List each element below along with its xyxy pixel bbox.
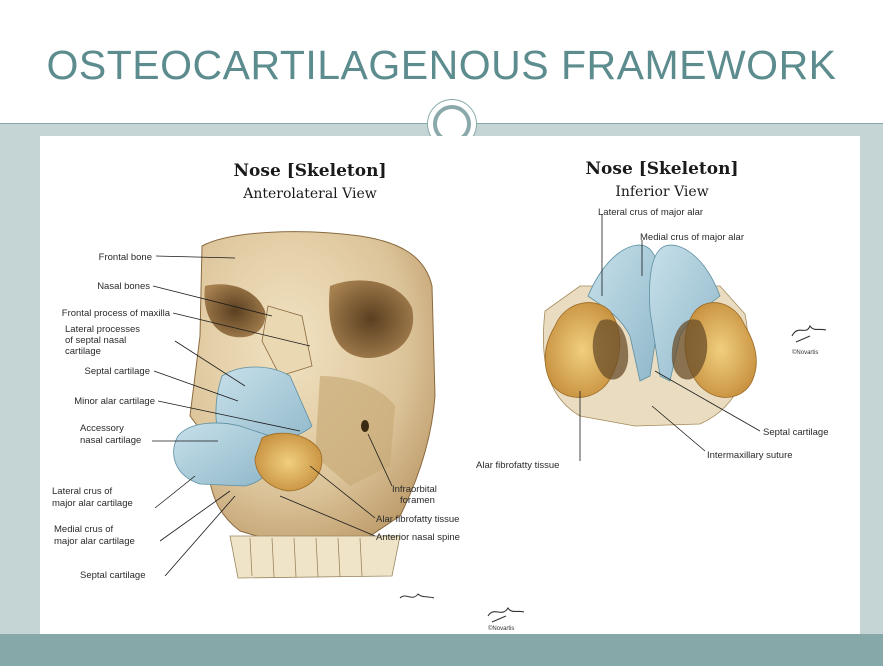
slide-title: OSTEOCARTILAGENOUS FRAMEWORK	[0, 42, 883, 89]
novartis-credit-right: ©Novartis	[792, 349, 818, 356]
label-lateral-crus-right: Lateral crus of major alar	[598, 207, 703, 218]
anatomy-illustration: Nose [Skeleton] Anterolateral View	[40, 136, 860, 634]
label-lateral-processes-2: of septal nasal	[65, 335, 126, 346]
label-lateral-crus-1: Lateral crus of	[52, 486, 113, 497]
label-anterior-nasal-spine: Anterior nasal spine	[376, 532, 460, 543]
label-infraorbital-1: Infraorbital	[392, 484, 437, 495]
label-accessory-2: nasal cartilage	[80, 435, 141, 446]
artist-signature-right-icon	[792, 326, 826, 342]
label-septal-cartilage-right: Septal cartilage	[763, 427, 828, 438]
bottom-signature: ©Novartis	[488, 608, 524, 632]
label-infraorbital-2: foramen	[400, 495, 435, 506]
label-accessory-1: Accessory	[80, 423, 124, 434]
label-alar-fibrofatty-right: Alar fibrofatty tissue	[476, 460, 559, 471]
left-figure: Nose [Skeleton] Anterolateral View	[52, 161, 460, 598]
label-medial-crus-right: Medial crus of major alar	[640, 232, 744, 243]
right-figure-subtitle: Inferior View	[615, 184, 708, 200]
label-medial-crus-1: Medial crus of	[54, 524, 113, 535]
label-nasal-bones: Nasal bones	[97, 281, 150, 292]
label-frontal-process: Frontal process of maxilla	[62, 308, 171, 319]
label-septal-cartilage-upper: Septal cartilage	[85, 366, 150, 377]
label-lateral-processes-1: Lateral processes	[65, 324, 140, 335]
illustration-panel: Nose [Skeleton] Anterolateral View	[40, 136, 860, 634]
label-minor-alar: Minor alar cartilage	[74, 396, 155, 407]
left-figure-subtitle: Anterolateral View	[242, 186, 376, 202]
novartis-credit-bottom: ©Novartis	[488, 625, 514, 632]
label-medial-crus-2: major alar cartilage	[54, 536, 135, 547]
label-alar-fibrofatty-left: Alar fibrofatty tissue	[376, 514, 459, 525]
label-intermaxillary-suture: Intermaxillary suture	[707, 450, 793, 461]
label-lateral-processes-3: cartilage	[65, 346, 101, 357]
bottom-band	[0, 634, 883, 666]
skull-anterolateral-drawing	[174, 232, 435, 578]
right-figure: Nose [Skeleton] Inferior View Lateral cr…	[476, 159, 828, 471]
label-frontal-bone: Frontal bone	[99, 252, 152, 263]
right-figure-title: Nose [Skeleton]	[586, 159, 739, 179]
artist-signature-left-icon	[400, 594, 434, 598]
nose-inferior-drawing	[543, 245, 756, 426]
label-septal-cartilage-lower: Septal cartilage	[80, 570, 145, 581]
left-figure-title: Nose [Skeleton]	[234, 161, 387, 181]
label-lateral-crus-2: major alar cartilage	[52, 498, 133, 509]
artist-signature-right: ©Novartis	[792, 326, 826, 356]
artist-signature-bottom-icon	[488, 608, 524, 622]
